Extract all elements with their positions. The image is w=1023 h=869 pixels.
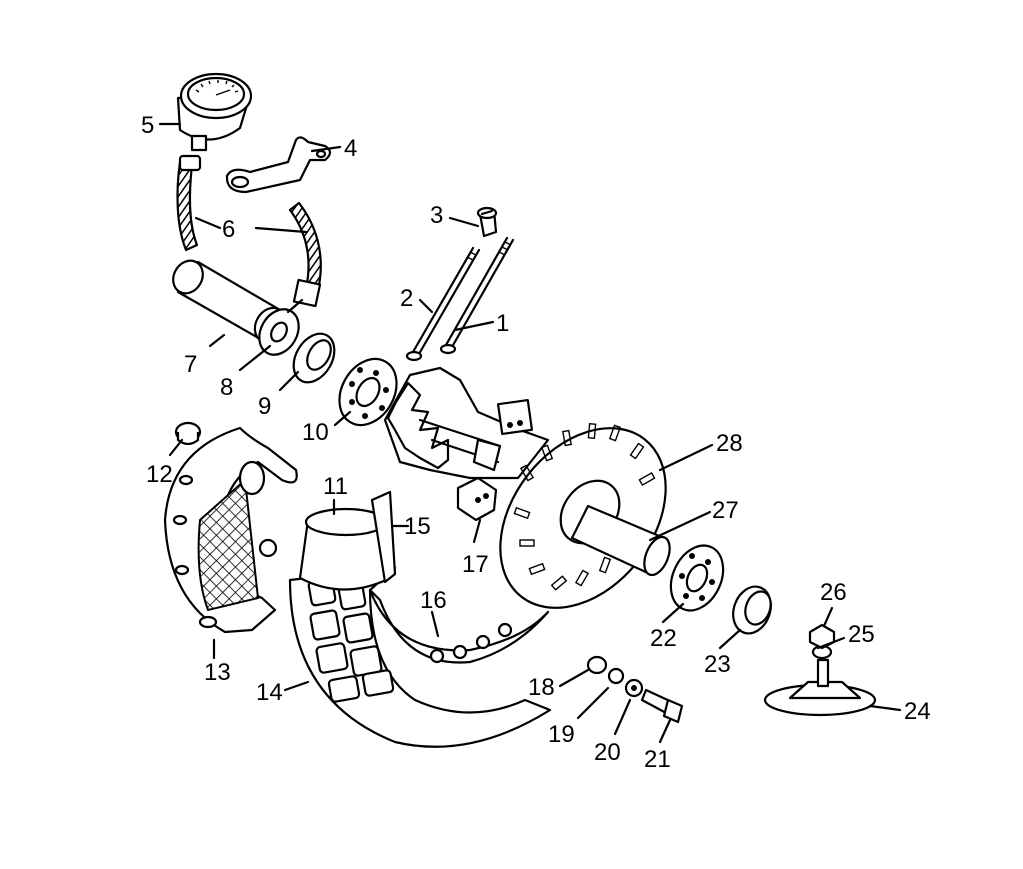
callout-18: 18: [528, 674, 555, 701]
part-braided-hoses: [176, 154, 322, 308]
part-set-screw: [476, 206, 498, 238]
callout-3: 3: [430, 202, 443, 229]
callout-20: 20: [594, 739, 621, 766]
callout-10: 10: [302, 419, 329, 446]
part-finned-housing: [288, 490, 552, 748]
callout-12: 12: [146, 461, 173, 488]
part-grommet: [174, 421, 202, 446]
callout-22: 22: [650, 625, 677, 652]
part-hub-assembly: [383, 366, 550, 480]
callout-17: 17: [462, 551, 489, 578]
part-bushing: [292, 332, 336, 384]
part-long-rods: [405, 236, 515, 362]
part-bolt-set: [586, 655, 684, 724]
callout-1: 1: [496, 310, 509, 337]
callout-16: 16: [420, 587, 447, 614]
part-banjo-fitting: [258, 298, 304, 356]
callout-5: 5: [141, 112, 154, 139]
part-axle-tube: [570, 504, 671, 577]
callout-labels: 1 2 3 4 5 6 7 8 9 10 11 12 13 14 15 16 1…: [141, 112, 931, 773]
callout-6: 6: [222, 216, 235, 243]
callout-24: 24: [904, 698, 931, 725]
leader-lines: [158, 122, 902, 744]
part-mount-base: [763, 623, 877, 717]
callout-2: 2: [400, 285, 413, 312]
callout-4: 4: [344, 135, 357, 162]
callout-9: 9: [258, 393, 271, 420]
callout-14: 14: [256, 679, 283, 706]
part-bracket: [225, 136, 332, 194]
part-bearing-left: [338, 357, 398, 427]
part-pressure-gauge: [176, 72, 253, 152]
callout-7: 7: [184, 351, 197, 378]
callout-8: 8: [220, 374, 233, 401]
callout-21: 21: [644, 746, 671, 773]
callout-27: 27: [712, 497, 739, 524]
callout-26: 26: [820, 579, 847, 606]
callout-15: 15: [404, 513, 431, 540]
part-bearing-right: [669, 544, 725, 612]
callout-19: 19: [548, 721, 575, 748]
callout-11: 11: [323, 473, 348, 500]
callout-25: 25: [848, 621, 875, 648]
callout-23: 23: [704, 651, 731, 678]
part-cover-plate: [163, 426, 298, 634]
callout-13: 13: [204, 659, 231, 686]
part-bushing-right: [732, 585, 772, 635]
part-spacer-block: [456, 476, 498, 522]
callout-28: 28: [716, 430, 743, 457]
